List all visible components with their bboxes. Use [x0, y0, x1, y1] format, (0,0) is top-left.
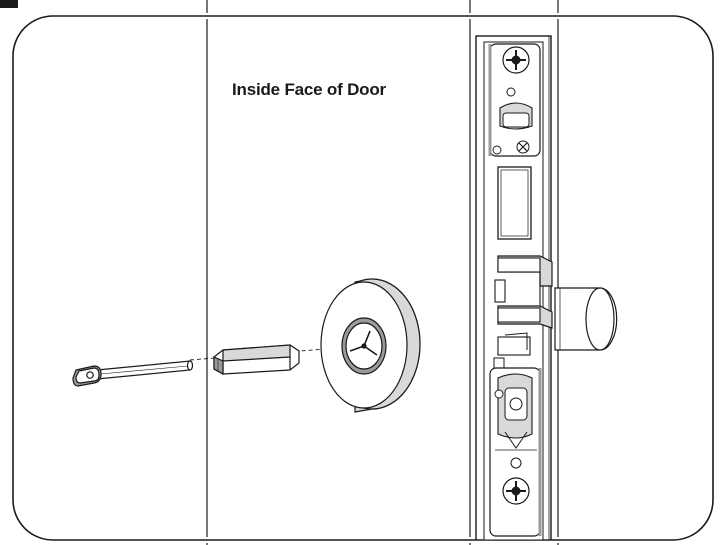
spindle-screw: [72, 360, 194, 387]
heading-fragment: [0, 0, 18, 8]
lock-chassis: [554, 287, 618, 351]
inside-face-label: Inside Face of Door: [232, 80, 386, 99]
door-edge-lines: [206, 0, 559, 545]
inside-rose: [320, 278, 421, 413]
spindle-sleeve: [213, 344, 300, 376]
latch-faceplate: [475, 35, 553, 540]
